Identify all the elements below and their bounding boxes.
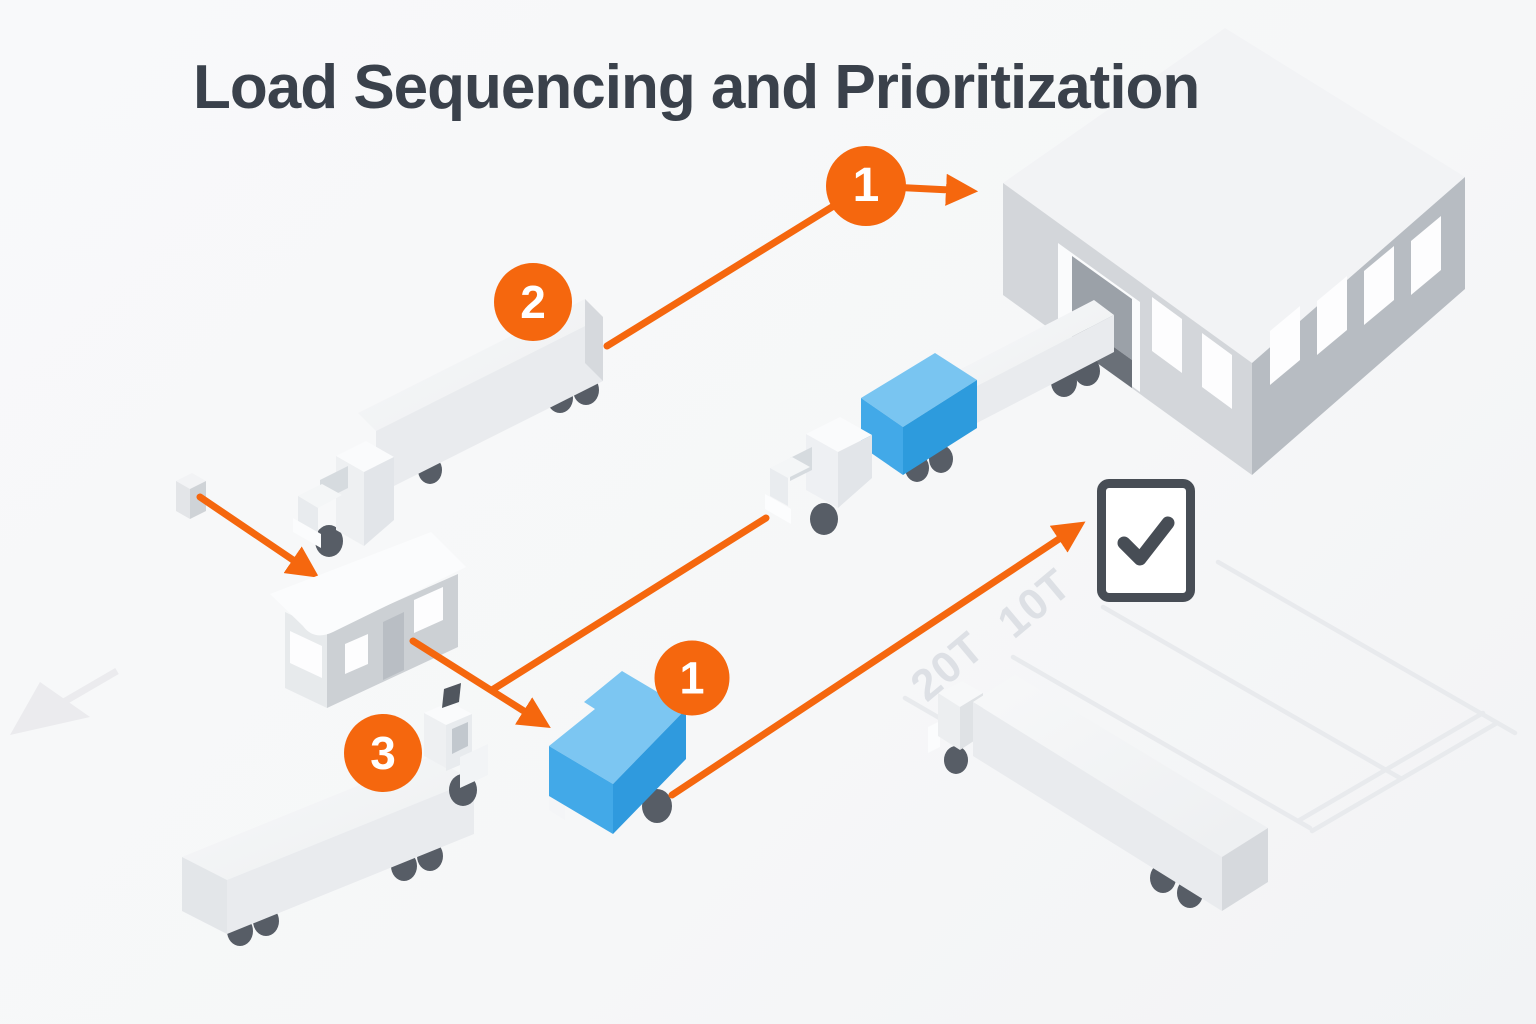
truck-two (293, 299, 603, 557)
warehouse-windows-left (1152, 297, 1232, 409)
sequence-badge-truck-two: 2 (494, 263, 572, 341)
docked-trailer (955, 300, 1114, 424)
cargo-box-left (861, 398, 903, 475)
dispatch-post (176, 473, 206, 519)
approval-checkbox (1097, 479, 1195, 602)
sequence-badge-priority-truck: 1 (654, 640, 730, 716)
priority-truck-front (549, 746, 613, 834)
sequence-badge-truck-three: 3 (344, 714, 422, 792)
cargo-box-side (903, 380, 977, 475)
page-title: Load Sequencing and Prioritization (193, 53, 1200, 122)
dock-truck (765, 353, 977, 535)
parked-truck-right (928, 675, 1268, 911)
route-arrow-depot-to-truck (409, 637, 551, 729)
route-arrow-post-to-depot (196, 493, 320, 578)
truck-three (182, 702, 488, 946)
sequence-badge-warehouse-route: 1 (826, 146, 906, 226)
route-line-to-dock-truck (488, 514, 770, 694)
depot-roof (270, 532, 466, 636)
warehouse-windows-right (1270, 216, 1441, 385)
route-arrow-to-approval (668, 521, 1086, 799)
depot-door (383, 612, 404, 680)
warehouse-building (1003, 28, 1465, 475)
depot-office (270, 532, 466, 708)
priority-box-truck (549, 671, 686, 834)
watermark-arrow-icon (10, 667, 119, 735)
ground-marker (442, 683, 461, 708)
priority-truck-top (549, 671, 686, 784)
checkmark-icon (1117, 516, 1175, 565)
cargo-box-top (861, 353, 977, 427)
route-arrow-warehouse (603, 173, 979, 350)
priority-truck-side (613, 709, 686, 834)
